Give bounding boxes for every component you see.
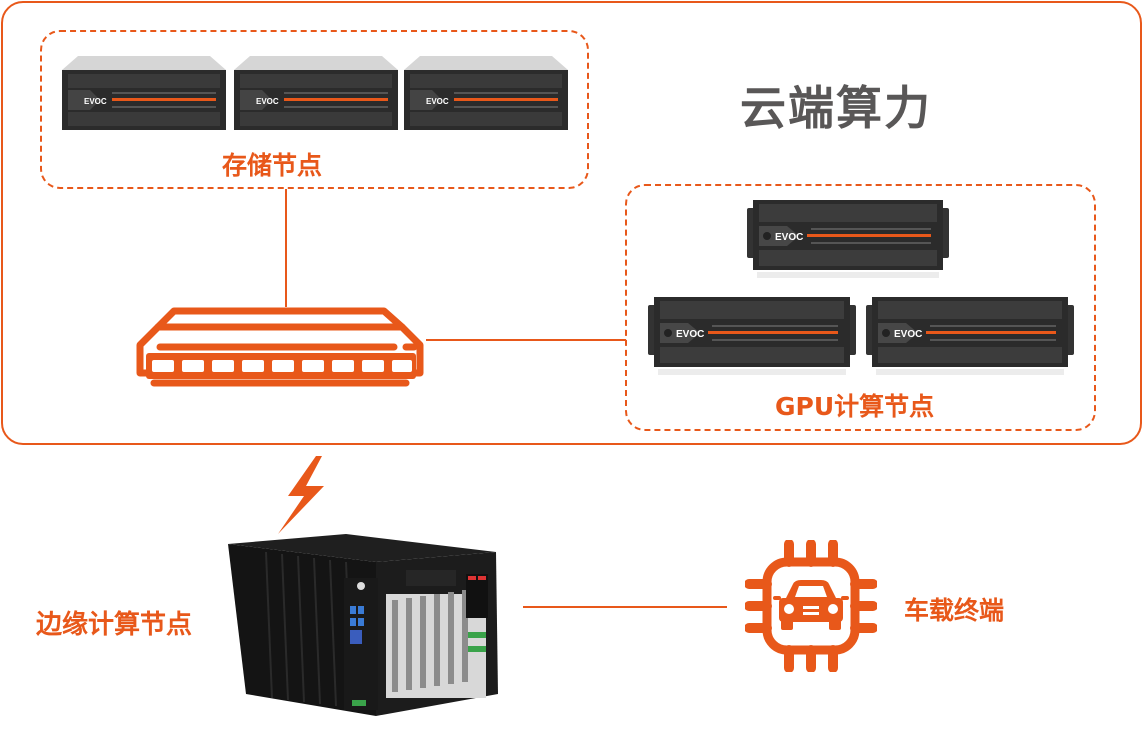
- edge-vehicle-connector: [523, 606, 727, 608]
- switch-gpu-connector: [426, 339, 626, 341]
- edge-node-label: 边缘计算节点: [36, 610, 193, 640]
- storage-server-2: EVOC: [232, 52, 400, 132]
- svg-text:EVOC: EVOC: [426, 97, 449, 106]
- lightning-bolt-icon: [274, 456, 326, 538]
- gpu-node-label: GPU计算节点: [775, 392, 935, 421]
- storage-node-group: [40, 30, 589, 189]
- svg-text:EVOC: EVOC: [894, 329, 922, 340]
- cloud-compute-title: 云端算力: [740, 81, 932, 135]
- edge-computer-device: [226, 534, 506, 722]
- gpu-server-3: EVOC: [866, 295, 1074, 377]
- storage-node-label: 存储节点: [222, 151, 323, 180]
- gpu-server-2: EVOC: [648, 295, 856, 377]
- network-switch-icon: [134, 305, 426, 391]
- svg-text:EVOC: EVOC: [676, 329, 704, 340]
- vehicle-terminal-label: 车载终端: [904, 596, 1005, 625]
- gpu-server-1: EVOC: [747, 198, 949, 280]
- svg-text:EVOC: EVOC: [256, 97, 279, 106]
- svg-text:EVOC: EVOC: [775, 232, 803, 243]
- storage-server-1: EVOC: [60, 52, 228, 132]
- cloud-compute-frame: [1, 1, 1142, 445]
- storage-server-3: EVOC: [402, 52, 570, 132]
- car-chip-icon: [744, 539, 878, 676]
- gpu-node-group: [625, 184, 1096, 431]
- storage-switch-connector: [285, 189, 287, 307]
- svg-text:EVOC: EVOC: [84, 97, 107, 106]
